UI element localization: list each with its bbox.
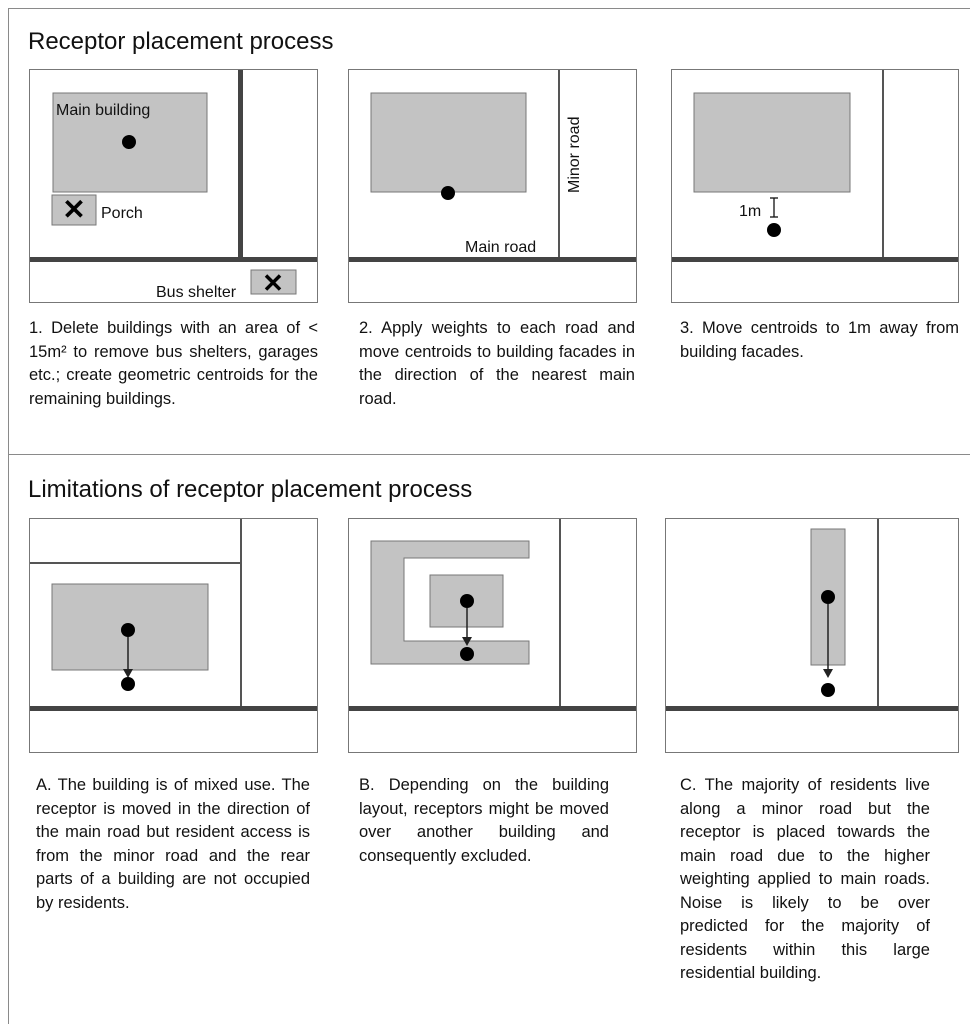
panel-a-drawing — [30, 519, 317, 711]
moved-receptor-dot — [821, 683, 835, 697]
delete-cross-icon: ✕ — [62, 194, 85, 225]
minor-road-line — [558, 70, 560, 258]
minor-road-line — [559, 519, 561, 707]
bus-shelter-label: Bus shelter — [156, 284, 237, 301]
panel-1-drawing: Main building ✕ Porch ✕ Bus shelter — [30, 70, 317, 301]
main-road-line — [349, 257, 636, 262]
main-road-line — [30, 706, 317, 711]
main-road-line — [30, 257, 317, 262]
offset-receptor-dot — [767, 223, 781, 237]
arrow-head-icon — [123, 669, 133, 678]
caption-3: 3. Move centroids to 1m away from buildi… — [680, 319, 959, 361]
centroid-dot — [122, 135, 136, 149]
delete-cross-icon: ✕ — [262, 268, 284, 298]
moved-receptor-dot — [121, 677, 135, 691]
facade-receptor-dot — [441, 186, 455, 200]
diagram-panel-1: Main building ✕ Porch ✕ Bus shelter — [29, 69, 318, 303]
arrow-head-icon — [823, 669, 833, 678]
minor-road-line — [882, 70, 884, 258]
bottom-section-title: Limitations of receptor placement proces… — [28, 476, 473, 503]
caption-a: A. The building is of mixed use. The rec… — [36, 776, 310, 912]
figure-frame — [8, 8, 970, 1024]
main-road-line — [349, 706, 636, 711]
section-divider — [8, 454, 970, 455]
minor-road-line — [240, 519, 242, 707]
panel-2-drawing: Minor road Main road — [349, 70, 636, 262]
building-shape — [370, 92, 527, 193]
diagram-panel-2: Minor road Main road — [348, 69, 637, 303]
porch-shape — [51, 194, 97, 226]
panel-c-drawing — [666, 519, 958, 711]
c-shaped-building-shape — [370, 540, 530, 665]
panel-b-drawing — [349, 519, 636, 711]
main-building-label: Main building — [56, 102, 150, 119]
main-road-label: Main road — [465, 239, 536, 256]
diagram-panel-a — [29, 518, 318, 753]
main-road-line — [666, 706, 958, 711]
minor-road-label: Minor road — [566, 117, 583, 193]
caption-2: 2. Apply weights to each road and move c… — [359, 319, 635, 408]
bus-shelter-shape — [250, 269, 297, 295]
caption-1: 1. Delete buildings with an area of < 15… — [29, 319, 318, 408]
top-section-title: Receptor placement process — [28, 28, 334, 55]
caption-c: C. The majority of residents live along … — [680, 776, 930, 982]
caption-b: B. Depending on the building layout, rec… — [359, 776, 609, 865]
porch-label: Porch — [101, 205, 143, 222]
diagram-panel-b — [348, 518, 637, 753]
centroid-dot — [460, 594, 474, 608]
building-shape — [693, 92, 851, 193]
minor-road-line — [877, 519, 879, 707]
panel-3-drawing: 1m — [672, 70, 958, 262]
excluded-receptor-dot — [460, 647, 474, 661]
centroid-dot — [121, 623, 135, 637]
diagram-panel-c — [665, 518, 959, 753]
diagram-panel-3: 1m — [671, 69, 959, 303]
arrow-head-icon — [462, 637, 472, 646]
distance-label: 1m — [739, 203, 761, 220]
parcel-boundary-line — [30, 562, 241, 564]
main-road-line — [672, 257, 958, 262]
distance-marker-icon — [770, 197, 778, 218]
minor-road-line — [238, 70, 243, 258]
centroid-dot — [821, 590, 835, 604]
